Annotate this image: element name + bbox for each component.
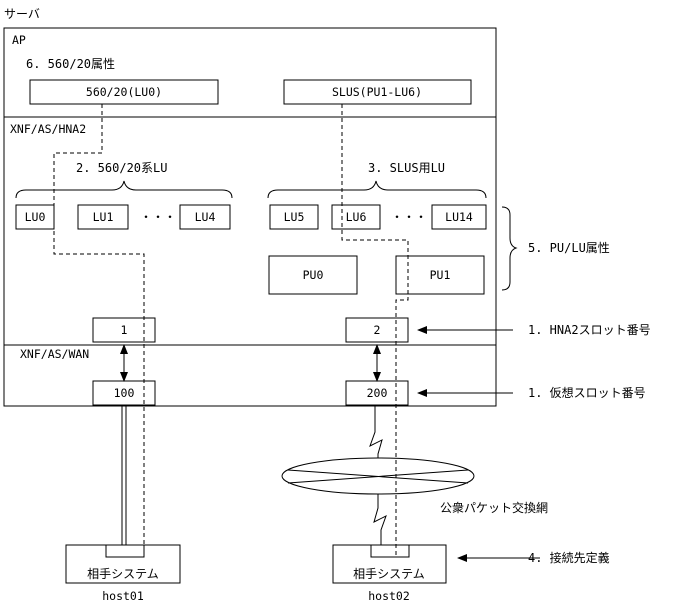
logical-path-lu0 — [53, 104, 145, 557]
wan-slot-200 — [345, 380, 409, 406]
pu-box-pu0 — [268, 255, 358, 295]
lu-box-lu0-text: LU0 — [25, 210, 46, 224]
server-label: サーバ — [4, 7, 40, 21]
lu-group-1-label: 2. 560/20系LU — [76, 161, 167, 175]
lu-box-lu14-text: LU14 — [445, 210, 473, 224]
lu-group-2-label: 3. SLUS用LU — [368, 161, 445, 175]
lu-box-lu0 — [15, 204, 55, 230]
pu-box-pu1 — [395, 255, 485, 295]
packet-network-label: 公衆パケット交換網 — [440, 500, 548, 515]
wan-label: XNF/AS/WAN — [20, 347, 89, 361]
host01-name: host01 — [102, 589, 144, 603]
pu-lu-brace — [501, 206, 518, 291]
hna2-slot-1-text: 1 — [121, 323, 128, 337]
host02-name: host02 — [368, 589, 410, 603]
virtual-slot-annotation: 1. 仮想スロット番号 — [528, 385, 646, 400]
network-cross-b — [287, 469, 469, 484]
hna2-slot-2 — [345, 317, 409, 343]
lu-box-lu5-text: LU5 — [284, 210, 305, 224]
wan-slot-100-text: 100 — [114, 386, 135, 400]
pu-box-pu0-text: PU0 — [303, 268, 324, 282]
lu-box-lu14 — [431, 204, 487, 230]
ap-attr-label: 6. 560/20属性 — [26, 57, 115, 71]
hna2-slot-2-text: 2 — [374, 323, 381, 337]
ap-box-lu0 — [29, 79, 219, 105]
hna2-label: XNF/AS/HNA2 — [10, 122, 86, 136]
conn-def-annotation: 4. 接続先定義 — [528, 550, 610, 565]
ap-box-slus-text: SLUS(PU1-LU6) — [332, 85, 422, 99]
logical-path-slus — [341, 104, 409, 557]
lu-box-lu4-text: LU4 — [195, 210, 216, 224]
lu-group-1-brace — [15, 180, 233, 199]
host02-zigzag-top — [369, 405, 383, 460]
lu-group-2-brace — [267, 180, 487, 199]
ap-box-slus — [283, 79, 472, 105]
lu-box-lu5 — [269, 204, 319, 230]
lu-ellipsis-right: ・・・ — [391, 210, 427, 224]
wan-slot-200-text: 200 — [367, 386, 388, 400]
hna2-slot-1 — [92, 317, 156, 343]
pu-lu-attr-label: 5. PU/LU属性 — [528, 241, 610, 255]
pu-box-pu1-text: PU1 — [430, 268, 451, 282]
lu-box-lu4 — [179, 204, 231, 230]
lu-box-lu6 — [331, 204, 381, 230]
lu-box-lu1-text: LU1 — [93, 210, 114, 224]
lu-box-lu1 — [77, 204, 129, 230]
wan-slot-100 — [92, 380, 156, 406]
partner-port-host01 — [105, 544, 145, 558]
ap-label: AP — [12, 33, 26, 47]
host02-zigzag-bottom — [373, 492, 387, 545]
lu-ellipsis-left: ・・・ — [140, 210, 176, 224]
hna2-slot-annotation: 1. HNA2スロット番号 — [528, 323, 651, 337]
server-frame — [3, 27, 497, 407]
partner-system-host01-label: 相手システム — [87, 567, 159, 581]
lu-box-lu6-text: LU6 — [346, 210, 367, 224]
partner-system-host02-label: 相手システム — [353, 567, 425, 581]
partner-port-host02 — [370, 544, 410, 558]
ap-box-lu0-text: 560/20(LU0) — [86, 85, 162, 99]
